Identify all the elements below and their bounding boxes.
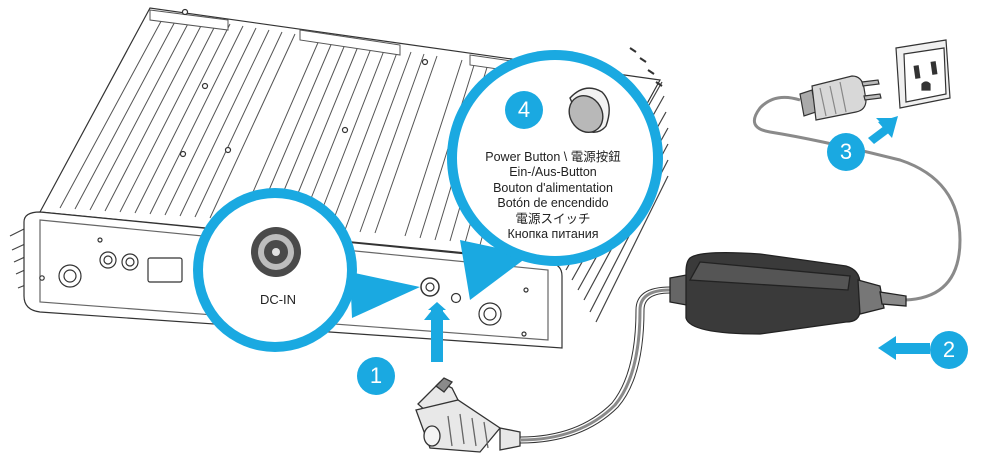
arrow-step-3 — [868, 116, 898, 144]
power-label-ru: Кнопка питания — [507, 227, 599, 242]
ac-plug — [799, 75, 882, 121]
step-badge-4: 4 — [505, 91, 543, 129]
power-label-de: Ein-/Aus-Button — [509, 165, 597, 180]
step-badge-1: 1 — [357, 357, 395, 395]
arrow-step-2 — [878, 336, 930, 360]
wall-outlet — [895, 39, 951, 109]
dc-in-label: DC-IN — [259, 292, 297, 307]
power-label-en-zh: Power Button \ 電源按鈕 — [485, 150, 621, 164]
power-label-ja: 電源スイッチ — [515, 211, 591, 226]
power-adapter — [669, 252, 907, 335]
power-button-labels: Power Button \ 電源按鈕 Ein-/Aus-Button Bout… — [468, 150, 638, 242]
dc-in-callout — [193, 188, 420, 352]
power-label-es: Botón de encendido — [497, 196, 609, 211]
front-ports — [39, 237, 529, 337]
power-label-fr: Bouton d'alimentation — [493, 180, 613, 195]
power-button-icon — [568, 87, 610, 133]
dc-plug — [415, 377, 521, 453]
step-badge-3: 3 — [827, 133, 865, 171]
dc-in-callout-pointer — [350, 272, 420, 318]
step-badge-2: 2 — [930, 331, 968, 369]
